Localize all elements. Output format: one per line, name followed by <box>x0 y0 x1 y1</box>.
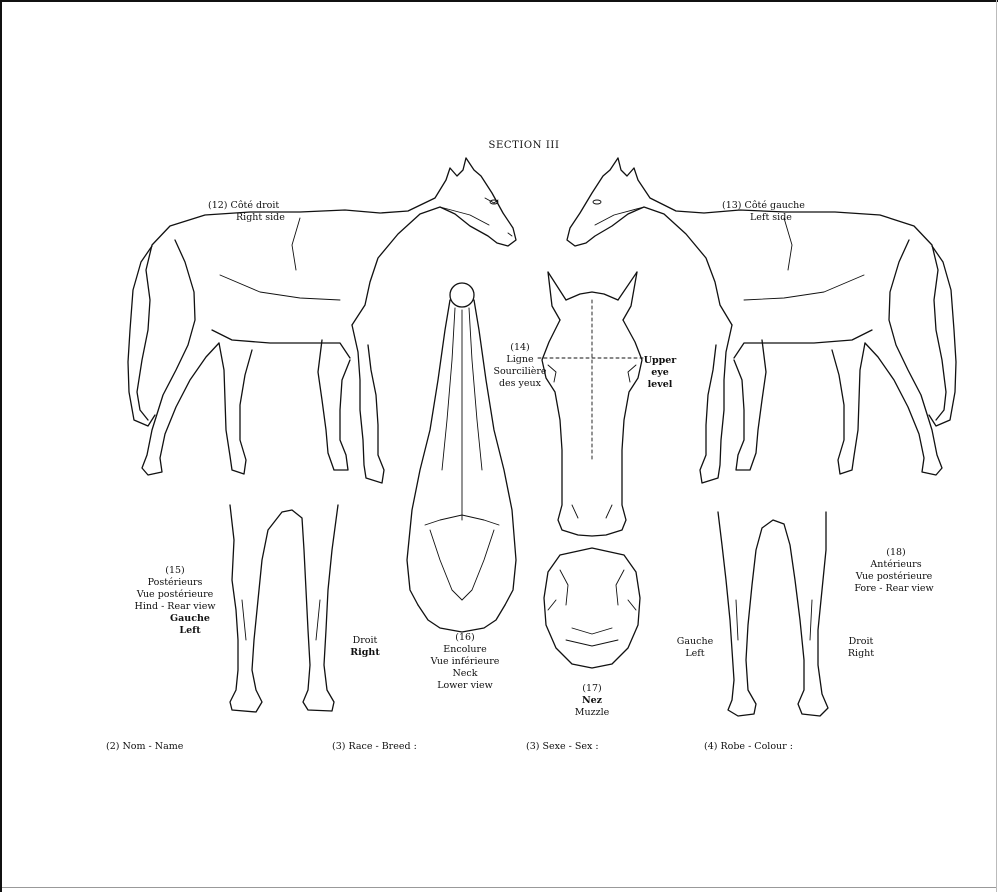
label-muzzle-en: Muzzle <box>566 707 618 719</box>
label-neck-en-2: Lower view <box>420 680 510 692</box>
label-left-side: (13) Côté gauche <box>722 200 805 212</box>
label-fore-right-fr: Droit <box>836 636 886 648</box>
label-neck-fr-2: Vue inférieure <box>415 656 515 668</box>
field-colour-label: (4) Robe - Colour : <box>704 741 793 753</box>
muzzle-outline <box>544 548 640 668</box>
label-muzzle-number: (17) <box>570 683 614 695</box>
label-left-side-en: Left side <box>750 212 792 224</box>
label-eye-line-fr-2: Sourcilière <box>486 366 554 378</box>
label-right-side-fr: Côté droit <box>231 200 280 211</box>
label-left-side-fr: Côté gauche <box>745 200 805 211</box>
label-fore-fr-1: Antérieurs <box>846 559 946 571</box>
label-hind-right-fr: Droit <box>340 635 390 647</box>
label-fore-fr-2: Vue postérieure <box>834 571 954 583</box>
label-fore-left-en: Left <box>670 648 720 660</box>
hind-rear-view-outline <box>230 505 338 712</box>
label-eye-line-number: (14) <box>490 342 550 354</box>
label-fore-right-en: Right <box>836 648 886 660</box>
label-upper-eye-level-1: Upper <box>640 355 680 367</box>
label-right-side-en: Right side <box>236 212 285 224</box>
section-title: SECTION III <box>474 140 574 152</box>
label-hind-fr-1: Postérieurs <box>120 577 230 589</box>
label-hind-left: Left <box>150 625 230 637</box>
label-hind-en: Hind - Rear view <box>115 601 235 613</box>
field-breed-label: (3) Race - Breed : <box>332 741 417 753</box>
label-upper-eye-level-2: eye <box>640 367 680 379</box>
label-upper-eye-level-3: level <box>640 379 680 391</box>
label-right-side-number: (12) Côté droit <box>208 200 288 212</box>
label-neck-number: (16) <box>420 632 510 644</box>
horse-right-side-outline <box>128 158 516 483</box>
label-fore-number: (18) <box>846 547 946 559</box>
head-front-view-outline <box>538 272 646 536</box>
label-hind-number: (15) <box>120 565 230 577</box>
label-eye-line-fr-3: des yeux <box>490 378 550 390</box>
label-left-side-num: (13) <box>722 200 742 211</box>
label-hind-fr-2: Vue postérieure <box>115 589 235 601</box>
field-name-label: (2) Nom - Name <box>106 741 183 753</box>
label-fore-en: Fore - Rear view <box>834 583 954 595</box>
label-hind-right-en: Right <box>340 647 390 659</box>
field-sex-label: (3) Sexe - Sex : <box>526 741 599 753</box>
label-neck-en-1: Neck <box>420 668 510 680</box>
label-neck-fr-1: Encolure <box>420 644 510 656</box>
label-right-side-num: (12) <box>208 200 228 211</box>
label-eye-line-fr-1: Ligne <box>490 354 550 366</box>
fore-rear-view-outline <box>718 512 828 716</box>
neck-lower-view-outline <box>407 283 516 632</box>
label-hind-gauche: Gauche <box>150 613 230 625</box>
label-fore-left-fr: Gauche <box>670 636 720 648</box>
label-muzzle-fr: Nez <box>570 695 614 707</box>
